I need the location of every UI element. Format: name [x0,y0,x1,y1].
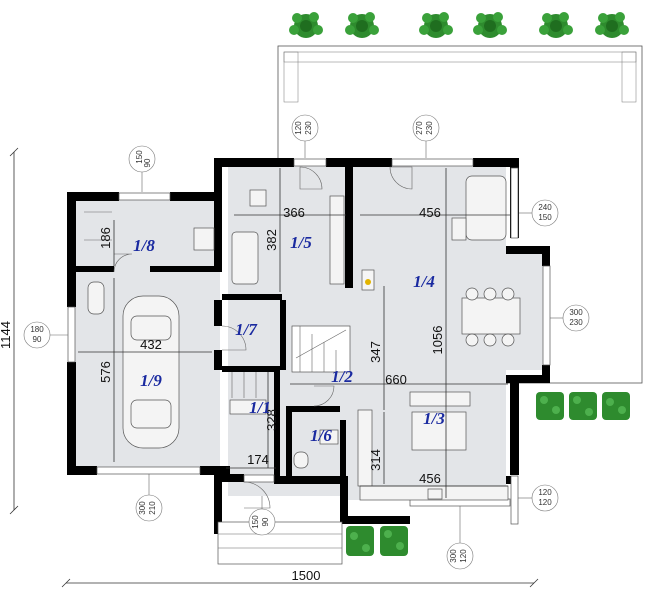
room-labels: 1/8 1/5 1/4 1/7 1/9 1/2 1/1 1/3 1/6 [133,233,445,445]
window-tag-top: 270 [415,121,424,135]
inner-dimensions [50,140,563,544]
window-tag-bottom: 120 [538,498,552,507]
window-tag-bottom: 90 [143,158,152,167]
window-tag-top: 180 [30,325,44,334]
overall-dimensions [9,147,539,588]
window-tag-bottom: 90 [33,335,42,344]
dim-1056: 1056 [430,326,445,355]
window-tag-bottom: 230 [569,318,583,327]
window-tag-top: 150 [251,515,260,529]
room-label-1-2: 1/2 [331,367,353,386]
room-label-1-6: 1/6 [310,426,332,445]
dim-total-width: 1500 [292,568,321,583]
room-label-1-3: 1/3 [423,409,445,428]
dim-328: 328 [264,409,279,431]
dim-576: 576 [98,361,113,383]
entrance-steps [217,521,343,565]
windows [67,158,551,525]
dim-total-height: 1144 [0,321,13,349]
furniture [84,175,521,501]
walls [67,158,550,534]
dim-366: 366 [283,205,305,220]
dim-174: 174 [247,452,269,467]
window-tag-top: 300 [138,501,147,515]
window-tag-top: 300 [449,549,458,563]
window-tag-bottom: 210 [148,501,157,515]
dim-186: 186 [98,227,113,249]
room-label-1-9: 1/9 [140,371,162,390]
dim-456-top: 456 [419,205,441,220]
room-label-1-4: 1/4 [413,272,435,291]
window-tag-top: 300 [569,308,583,317]
window-tag-bottom: 230 [425,121,434,135]
dim-314: 314 [368,449,383,471]
window-tag-top: 120 [538,488,552,497]
shrubs [346,392,630,556]
dim-456-bottom: 456 [419,471,441,486]
stairs [291,325,351,373]
window-tag-bottom: 150 [538,213,552,222]
window-tag-top: 150 [135,150,144,164]
dim-432: 432 [140,337,162,352]
dim-660: 660 [385,372,407,387]
dim-347: 347 [368,341,383,363]
window-tag-bottom: 230 [304,121,313,135]
room-label-1-5: 1/5 [290,233,312,252]
trees-top [289,12,629,38]
window-tag-top: 120 [294,121,303,135]
window-tags [23,114,590,570]
door-swings [113,166,413,509]
window-tag-bottom: 90 [261,517,270,526]
room-label-1-1: 1/1 [249,398,271,417]
dim-382: 382 [264,229,279,251]
window-tag-top: 240 [538,203,552,212]
window-tag-labels: 150 90 120 230 270 230 240 150 180 90 30… [30,121,583,563]
room-label-1-7: 1/7 [235,320,258,339]
dimension-labels: 1144 1500 366 456 382 186 432 576 347 10… [0,205,445,583]
window-tag-bottom: 120 [459,549,468,563]
room-label-1-8: 1/8 [133,236,155,255]
